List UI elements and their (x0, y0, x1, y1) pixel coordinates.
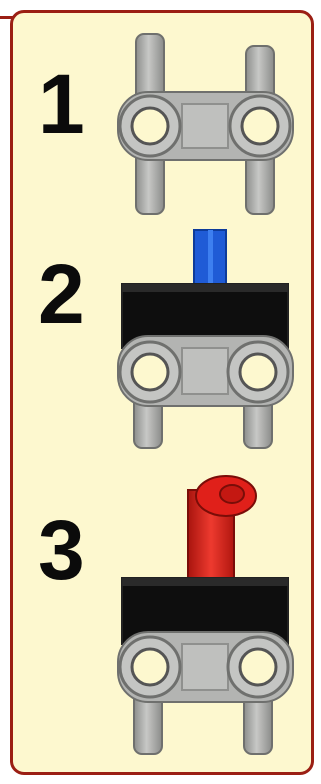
step-3-number: 3 (38, 508, 85, 592)
step-1-number: 1 (38, 62, 85, 146)
h-connector-icon (108, 30, 298, 220)
step-2-number: 2 (38, 252, 85, 336)
h-connector-with-black-plate-and-red-lever-icon (108, 470, 298, 760)
h-connector-with-black-plate-and-blue-axle-icon (108, 224, 298, 454)
